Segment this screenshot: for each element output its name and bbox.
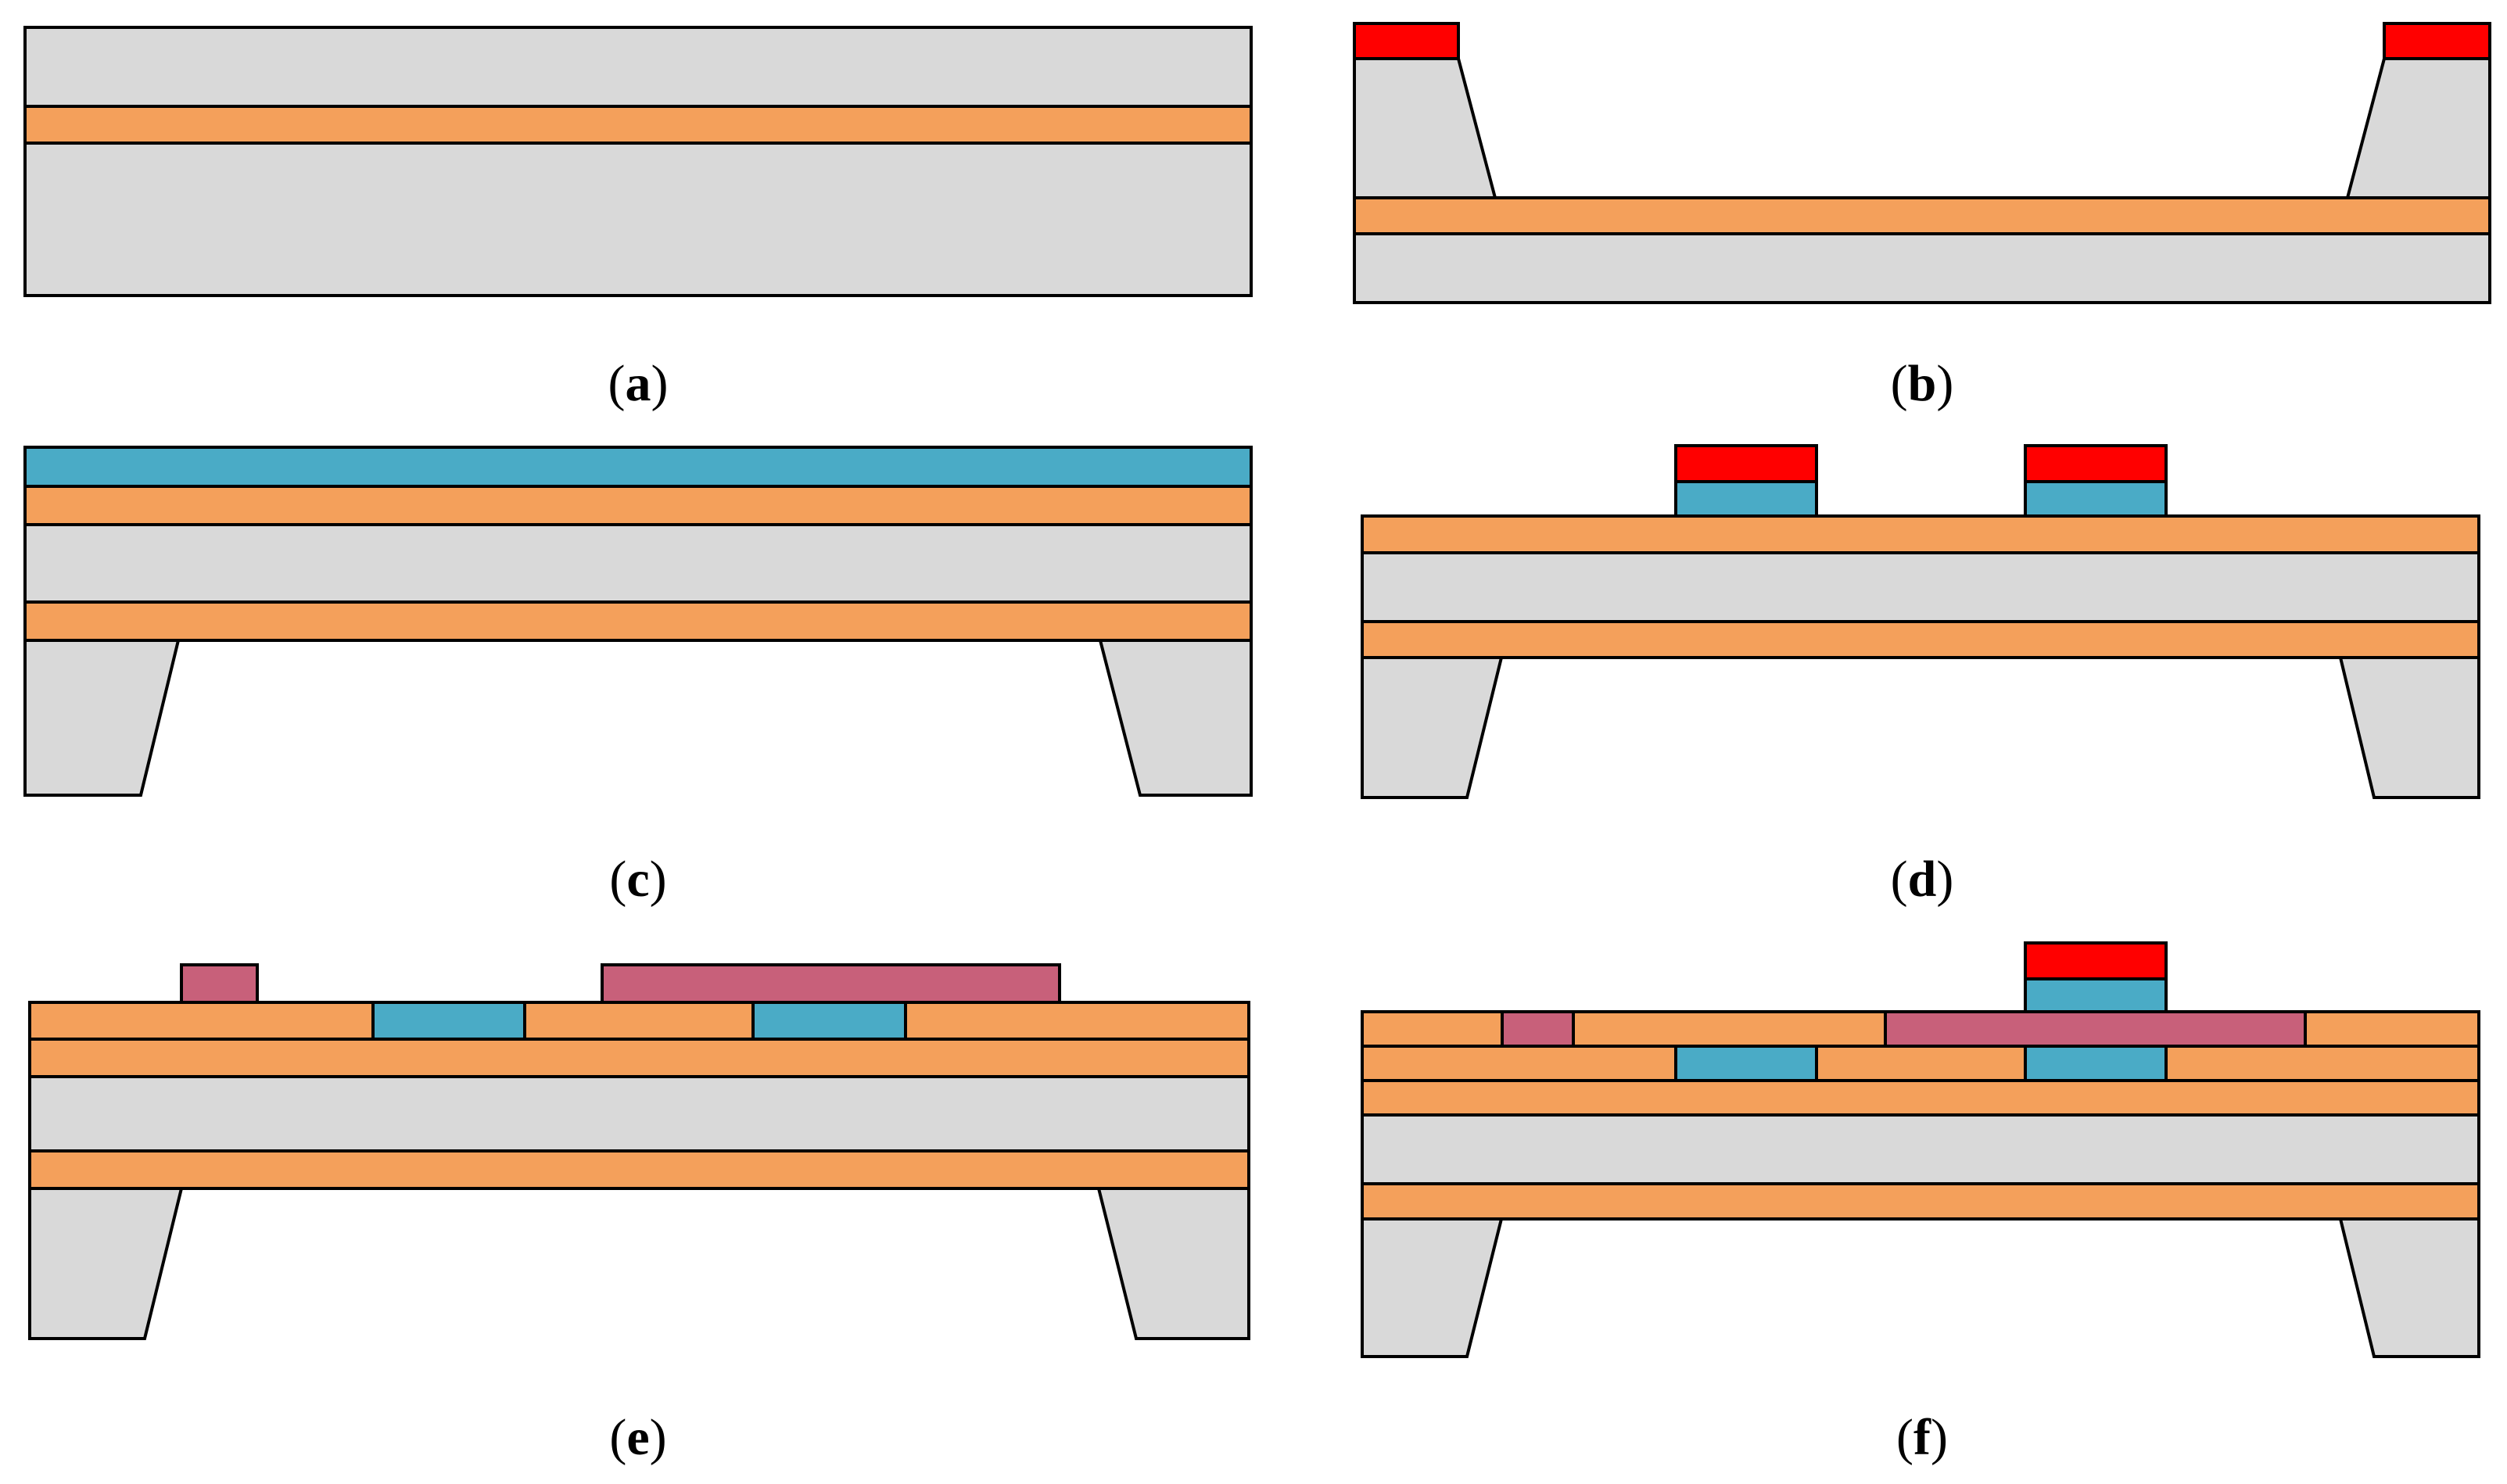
panel-a-silicon-top [23, 26, 1253, 108]
panel-f-electrode-1 [1674, 1045, 1818, 1082]
panel-f-piezo-large [1884, 1010, 2307, 1048]
panel-f-electrode-2 [2024, 1045, 2168, 1082]
panel-c-silicon-right-post [1098, 639, 1253, 797]
panel-f-oxide-bottom [1361, 1182, 2480, 1221]
panel-f-silicon-left-post [1361, 1217, 1504, 1358]
panel-f-oxide-top [1361, 1079, 2480, 1117]
panel-d-silicon-right-post [2338, 656, 2480, 799]
panel-a-oxide-layer [23, 105, 1253, 145]
panel-c-oxide-top [23, 485, 1253, 526]
panel-e-oxide-bottom [28, 1149, 1250, 1190]
panel-b-resist-right [2383, 22, 2491, 60]
panel-e-electrode-2 [751, 1001, 907, 1041]
panel-e-label: (e) [609, 1409, 666, 1466]
panel-a-label: (a) [608, 355, 669, 412]
panel-f-oxide-layer3-3 [2164, 1045, 2480, 1082]
panel-b-diagram [1353, 22, 2491, 304]
panel-e-piezo-large [601, 963, 1061, 1004]
panel-d-diagram [1361, 444, 2480, 799]
panel-c-electrode-layer [23, 446, 1253, 488]
panel-e-oxide-upper-3 [904, 1001, 1250, 1041]
panel-c-silicon-left-post [23, 639, 181, 797]
panel-c-oxide-bottom [23, 600, 1253, 642]
panel-f-diagram [1361, 941, 2480, 1358]
panel-d-silicon-left-post [1361, 656, 1504, 799]
panel-c-silicon-device [23, 523, 1253, 604]
panel-d-oxide-top [1361, 514, 2480, 554]
panel-d-oxide-bottom [1361, 620, 2480, 659]
panel-e-oxide-upper-2 [523, 1001, 755, 1041]
panel-a-diagram [23, 26, 1253, 297]
panel-e-silicon-right-post [1096, 1187, 1250, 1340]
panel-d-silicon-device [1361, 551, 2480, 623]
panel-f-piezo-small [1501, 1010, 1575, 1048]
panel-e-piezo-small [180, 963, 259, 1004]
panel-a-silicon-bottom [23, 142, 1253, 297]
panel-b-label: (b) [1891, 355, 1954, 412]
panel-e-oxide-top [28, 1038, 1250, 1078]
panel-b-oxide-layer [1353, 196, 2491, 235]
panel-e-oxide-upper-1 [28, 1001, 375, 1041]
panel-b-resist-left [1353, 22, 1460, 60]
panel-f-oxide-layer3-2 [1815, 1045, 2027, 1082]
panel-f-oxide-layer4-2 [1572, 1010, 1887, 1048]
panel-d-resist-left [1674, 444, 1818, 483]
panel-f-oxide-layer3-1 [1361, 1045, 1677, 1082]
panel-d-electrode-right [2024, 480, 2168, 518]
panel-c-diagram [23, 446, 1253, 797]
panel-e-silicon-device [28, 1075, 1250, 1152]
panel-b-silicon-right-post [2345, 57, 2491, 199]
panel-f-resist-top [2024, 941, 2168, 980]
panel-f-label: (f) [1896, 1409, 1948, 1466]
panel-e-diagram [28, 963, 1250, 1340]
panel-f-silicon-right-post [2338, 1217, 2480, 1358]
panel-e-electrode-1 [371, 1001, 526, 1041]
panel-c-label: (c) [609, 851, 666, 908]
panel-f-oxide-layer4-3 [2304, 1010, 2480, 1048]
panel-f-silicon-device [1361, 1113, 2480, 1185]
panel-d-label: (d) [1891, 851, 1954, 908]
panel-b-silicon-base [1353, 232, 2491, 304]
panel-e-silicon-left-post [28, 1187, 184, 1340]
panel-d-resist-right [2024, 444, 2168, 483]
panel-d-electrode-left [1674, 480, 1818, 518]
panel-f-electrode-top [2024, 977, 2168, 1013]
panel-b-silicon-left-post [1353, 57, 1497, 199]
panel-f-oxide-layer4-1 [1361, 1010, 1504, 1048]
